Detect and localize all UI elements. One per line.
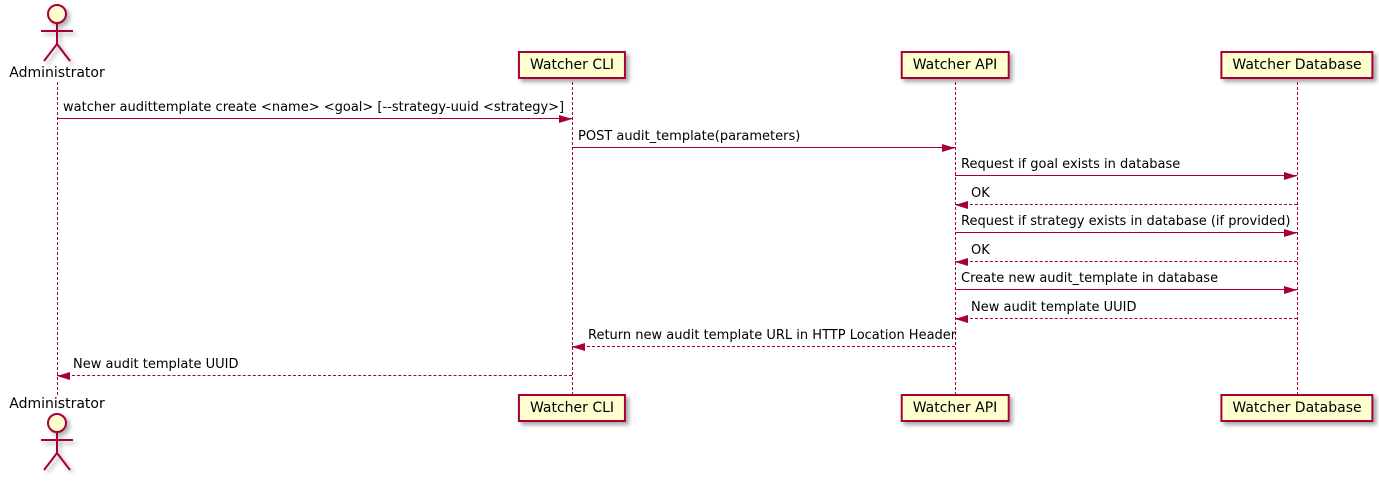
message-arrow-line bbox=[57, 118, 572, 119]
message-label: POST audit_template(parameters) bbox=[578, 129, 801, 144]
actor-icon-top-administrator bbox=[35, 3, 79, 67]
message-arrow-line bbox=[572, 147, 955, 148]
message-arrow-line bbox=[57, 375, 572, 376]
lifeline-watcher-db bbox=[1296, 82, 1298, 395]
participant-bottom-watcher-api: Watcher API bbox=[900, 394, 1010, 422]
message-label: New audit template UUID bbox=[971, 300, 1137, 315]
message-arrow-line bbox=[955, 175, 1297, 176]
message-arrow-line bbox=[955, 232, 1297, 233]
lifeline-watcher-cli bbox=[571, 82, 573, 395]
actor-label-top-administrator: Administrator bbox=[9, 65, 105, 81]
message-arrowhead bbox=[559, 115, 572, 123]
message-arrow-line bbox=[955, 318, 1297, 319]
message-label: Request if goal exists in database bbox=[961, 157, 1181, 172]
participant-top-watcher-cli: Watcher CLI bbox=[517, 51, 627, 79]
participant-bottom-watcher-db: Watcher Database bbox=[1220, 394, 1374, 422]
message-arrow-line bbox=[955, 204, 1297, 205]
message-arrowhead bbox=[955, 201, 968, 209]
message-arrowhead bbox=[1284, 286, 1297, 294]
message-arrow-line bbox=[955, 289, 1297, 290]
message-label: New audit template UUID bbox=[73, 357, 239, 372]
participant-bottom-watcher-cli: Watcher CLI bbox=[517, 394, 627, 422]
message-arrow-line bbox=[572, 346, 955, 347]
message-arrowhead bbox=[1284, 229, 1297, 237]
message-arrowhead bbox=[1284, 172, 1297, 180]
message-arrowhead bbox=[57, 372, 70, 380]
message-arrowhead bbox=[955, 258, 968, 266]
participant-top-watcher-db: Watcher Database bbox=[1220, 51, 1374, 79]
lifeline-watcher-api bbox=[954, 82, 956, 395]
message-arrowhead bbox=[955, 315, 968, 323]
message-label: Return new audit template URL in HTTP Lo… bbox=[588, 328, 957, 343]
message-label: watcher audittemplate create <name> <goa… bbox=[63, 100, 565, 115]
actor-label-bottom-administrator: Administrator bbox=[9, 396, 105, 412]
message-label: Request if strategy exists in database (… bbox=[961, 214, 1291, 229]
message-arrow-line bbox=[955, 261, 1297, 262]
actor-icon-bottom-administrator bbox=[35, 412, 79, 476]
message-label: OK bbox=[971, 186, 990, 201]
participant-top-watcher-api: Watcher API bbox=[900, 51, 1010, 79]
lifeline-administrator bbox=[56, 82, 58, 395]
message-arrowhead bbox=[942, 144, 955, 152]
message-arrowhead bbox=[572, 343, 585, 351]
message-label: OK bbox=[971, 243, 990, 258]
message-label: Create new audit_template in database bbox=[961, 271, 1219, 286]
